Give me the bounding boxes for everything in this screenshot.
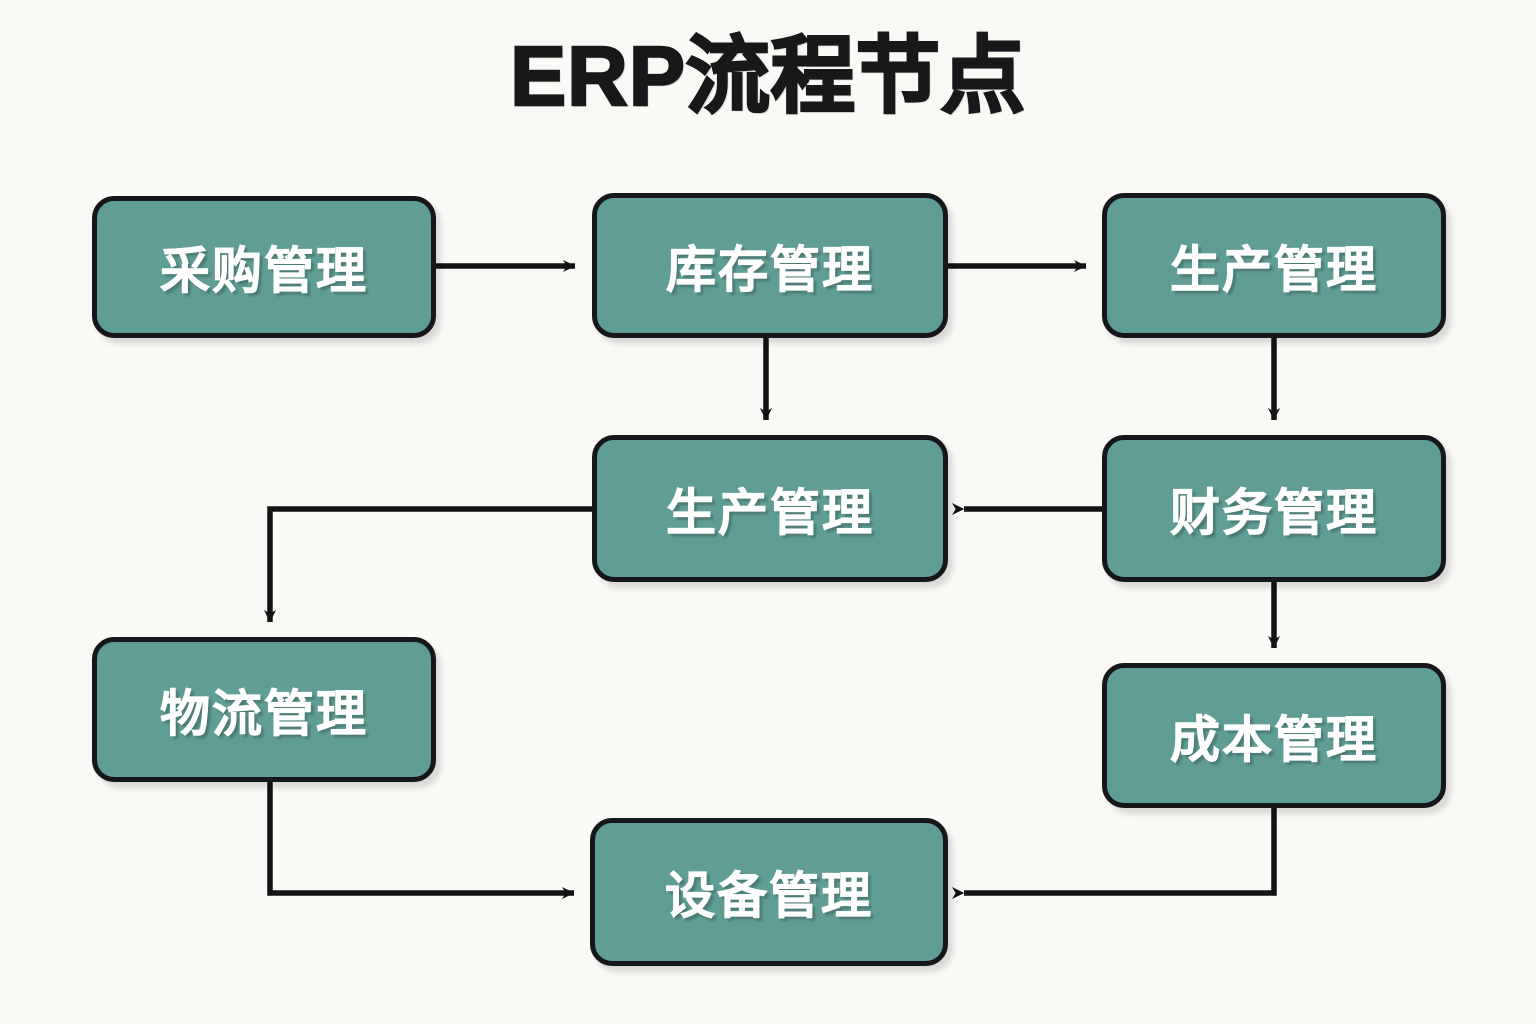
node-label: 物流管理 xyxy=(160,685,368,742)
edge-cost-to-equipment xyxy=(951,808,1277,899)
node-label: 生产管理 xyxy=(666,484,874,541)
node-label: 库存管理 xyxy=(666,241,874,298)
node-inventory[interactable]: 库存管理 xyxy=(592,193,948,338)
node-label: 生产管理 xyxy=(1170,241,1378,298)
node-logistics[interactable]: 物流管理 xyxy=(92,637,436,782)
node-label: 成本管理 xyxy=(1170,711,1378,768)
node-label: 财务管理 xyxy=(1170,484,1378,541)
node-production-top[interactable]: 生产管理 xyxy=(1102,193,1446,338)
node-equipment[interactable]: 设备管理 xyxy=(590,818,948,966)
page-title: ERP流程节点 xyxy=(509,28,1026,123)
node-label: 设备管理 xyxy=(665,868,873,925)
edge-logistics-to-equipment xyxy=(267,782,575,899)
node-finance[interactable]: 财务管理 xyxy=(1102,435,1446,582)
node-label: 采购管理 xyxy=(160,243,368,300)
node-purchase[interactable]: 采购管理 xyxy=(92,196,436,338)
node-production-middle[interactable]: 生产管理 xyxy=(592,435,948,582)
edge-production2-to-logistics xyxy=(264,506,592,623)
node-cost[interactable]: 成本管理 xyxy=(1102,663,1446,808)
